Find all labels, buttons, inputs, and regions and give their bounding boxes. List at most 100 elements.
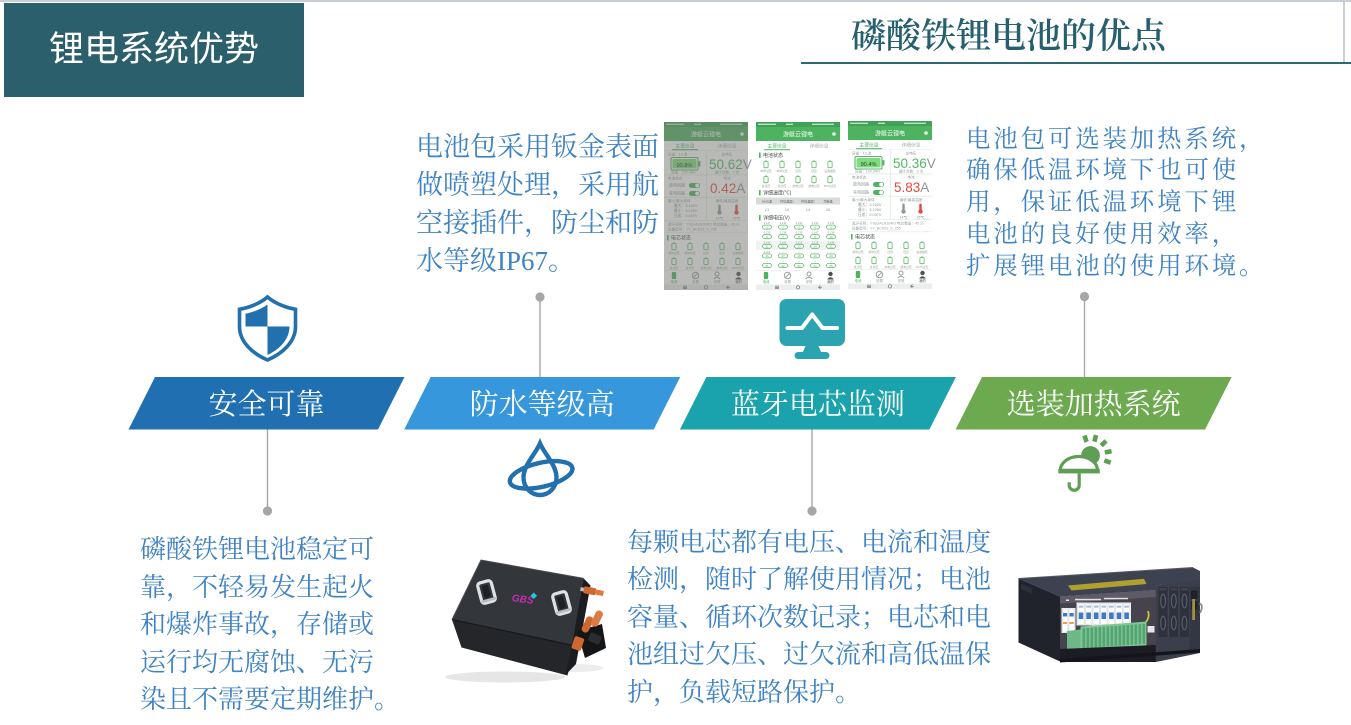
svg-text:--: -- <box>830 251 832 254</box>
svg-text:21: 21 <box>765 264 769 268</box>
svg-text:26: 26 <box>826 207 831 212</box>
svg-text:3.129: 3.129 <box>812 240 819 244</box>
svg-text:--: -- <box>798 251 800 254</box>
svg-text:电池: 电池 <box>855 278 862 283</box>
svg-text:22: 22 <box>781 264 785 268</box>
svg-text:详细信息: 详细信息 <box>901 142 920 149</box>
svg-text:放电过流: 放电过流 <box>900 265 911 269</box>
svg-text:7: 7 <box>782 235 784 239</box>
svg-text:蓝牙名称：YYqGALN164IO 电芯数量：45 只: 蓝牙名称：YYqGALN164IO 电芯数量：45 只 <box>852 221 924 226</box>
svg-text:过流: 过流 <box>795 169 801 173</box>
svg-text:--: -- <box>814 251 816 254</box>
svg-text:3.134: 3.134 <box>780 231 787 235</box>
svg-text:详细电压(V): 详细电压(V) <box>763 215 790 222</box>
svg-text:MOS温: MOS温 <box>762 198 772 203</box>
svg-text:1: 1 <box>766 225 768 229</box>
svg-text:环境温度2: 环境温度2 <box>801 198 815 203</box>
svg-text:25: 25 <box>829 264 833 268</box>
svg-text:单体过压: 单体过压 <box>760 169 771 173</box>
svg-text:放电回路: 放电回路 <box>853 181 869 187</box>
svg-text:4: 4 <box>814 225 816 229</box>
svg-text:总电压: 总电压 <box>906 151 917 156</box>
svg-text:GBS: GBS <box>511 593 534 607</box>
svg-text:设置: 设置 <box>784 279 791 284</box>
svg-text:总过压: 总过压 <box>854 265 863 269</box>
svg-text:充电回路: 充电回路 <box>853 189 869 195</box>
svg-text:5.83A: 5.83A <box>894 180 929 195</box>
svg-text:6: 6 <box>766 235 768 239</box>
svg-text:电池状态: 电池状态 <box>852 175 867 180</box>
svg-text:压差：0.037V: 压差：0.037V <box>858 212 882 217</box>
svg-text:3.142: 3.142 <box>764 240 771 244</box>
svg-text:详细信息: 详细信息 <box>809 143 828 150</box>
svg-text:8: 8 <box>798 235 800 239</box>
svg-text:MOS过温: MOS过温 <box>824 184 836 188</box>
svg-text:单体欠压: 单体欠压 <box>776 169 787 173</box>
svg-text:3.147: 3.147 <box>764 221 771 225</box>
svg-text:主要信息: 主要信息 <box>859 142 878 149</box>
svg-text:低温: 低温 <box>903 250 909 254</box>
svg-text:--: -- <box>798 261 800 264</box>
svg-text:电池状态: 电池状态 <box>763 152 783 159</box>
svg-text:单体过压: 单体过压 <box>852 250 863 254</box>
svg-text:容量：100.0AH: 容量：100.0AH <box>855 169 880 174</box>
svg-text:3.119: 3.119 <box>764 250 771 254</box>
svg-text:过流: 过流 <box>887 250 893 254</box>
svg-text:最小/最大单体: 最小/最大单体 <box>852 197 875 202</box>
svg-text:14: 14 <box>813 245 817 249</box>
svg-text:单体欠压: 单体欠压 <box>868 250 879 254</box>
svg-text:10: 10 <box>829 235 833 239</box>
svg-text:14: 14 <box>806 207 811 212</box>
svg-text:--: -- <box>782 261 784 264</box>
svg-text:3.115: 3.115 <box>796 240 803 244</box>
svg-text:充电过流: 充电过流 <box>884 265 895 269</box>
svg-text:详细温度(℃): 详细温度(℃) <box>763 190 792 197</box>
svg-text:3.147: 3.147 <box>812 231 819 235</box>
svg-text:26℃: 26℃ <box>917 216 925 220</box>
svg-text:14: 14 <box>785 207 790 212</box>
svg-text:放电过流: 放电过流 <box>808 184 819 188</box>
svg-text:9: 9 <box>814 235 816 239</box>
svg-text:总欠压: 总欠压 <box>778 184 787 188</box>
svg-text:设备故障: 设备故障 <box>824 169 835 173</box>
svg-text:2: 2 <box>782 225 784 229</box>
svg-text:3.140: 3.140 <box>812 221 819 225</box>
svg-text:50.36V: 50.36V <box>893 156 936 171</box>
svg-text:总欠压: 总欠压 <box>870 265 879 269</box>
svg-text:5: 5 <box>830 225 832 229</box>
svg-text:--: -- <box>830 261 832 264</box>
svg-text:循环次数：0 次: 循环次数：0 次 <box>899 169 924 174</box>
svg-text:3.139: 3.139 <box>828 221 835 225</box>
svg-text:电池: 电池 <box>763 279 770 284</box>
svg-text:--: -- <box>766 261 768 264</box>
svg-text:最低/最高温度: 最低/最高温度 <box>900 197 923 202</box>
svg-text:设置: 设置 <box>876 278 883 283</box>
svg-text:19: 19 <box>813 254 817 258</box>
svg-text:--: -- <box>814 261 816 264</box>
svg-text:--: -- <box>782 251 784 254</box>
svg-text:我的: 我的 <box>919 278 926 283</box>
svg-text:21: 21 <box>765 207 770 212</box>
svg-text:电芯状态: 电芯状态 <box>855 234 875 241</box>
svg-text:总过压: 总过压 <box>762 184 771 188</box>
svg-text:设备故障: 设备故障 <box>916 250 927 254</box>
svg-text:23: 23 <box>797 264 801 268</box>
svg-text:12: 12 <box>781 245 785 249</box>
svg-text:我的: 我的 <box>827 279 834 284</box>
svg-text:3: 3 <box>798 225 800 229</box>
svg-text:容量：10.选: 容量：10.选 <box>852 151 872 156</box>
svg-text:11: 11 <box>765 245 768 249</box>
svg-text:13: 13 <box>797 245 801 249</box>
svg-text:电流: 电流 <box>907 175 915 180</box>
svg-text:环境温度1: 环境温度1 <box>780 198 794 203</box>
svg-text:90.4%: 90.4% <box>861 162 877 168</box>
svg-text:3.139: 3.139 <box>796 231 803 235</box>
svg-text:游艇云锂电: 游艇云锂电 <box>875 129 905 137</box>
svg-text:详情: 详情 <box>898 278 905 283</box>
svg-text:均衡温: 均衡温 <box>823 198 832 203</box>
svg-text:3.140: 3.140 <box>796 221 803 225</box>
svg-text:3.142: 3.142 <box>780 240 787 244</box>
svg-text:3.139: 3.139 <box>780 221 787 225</box>
svg-text:详情: 详情 <box>806 279 813 284</box>
svg-text:MOS过温: MOS过温 <box>916 265 928 269</box>
